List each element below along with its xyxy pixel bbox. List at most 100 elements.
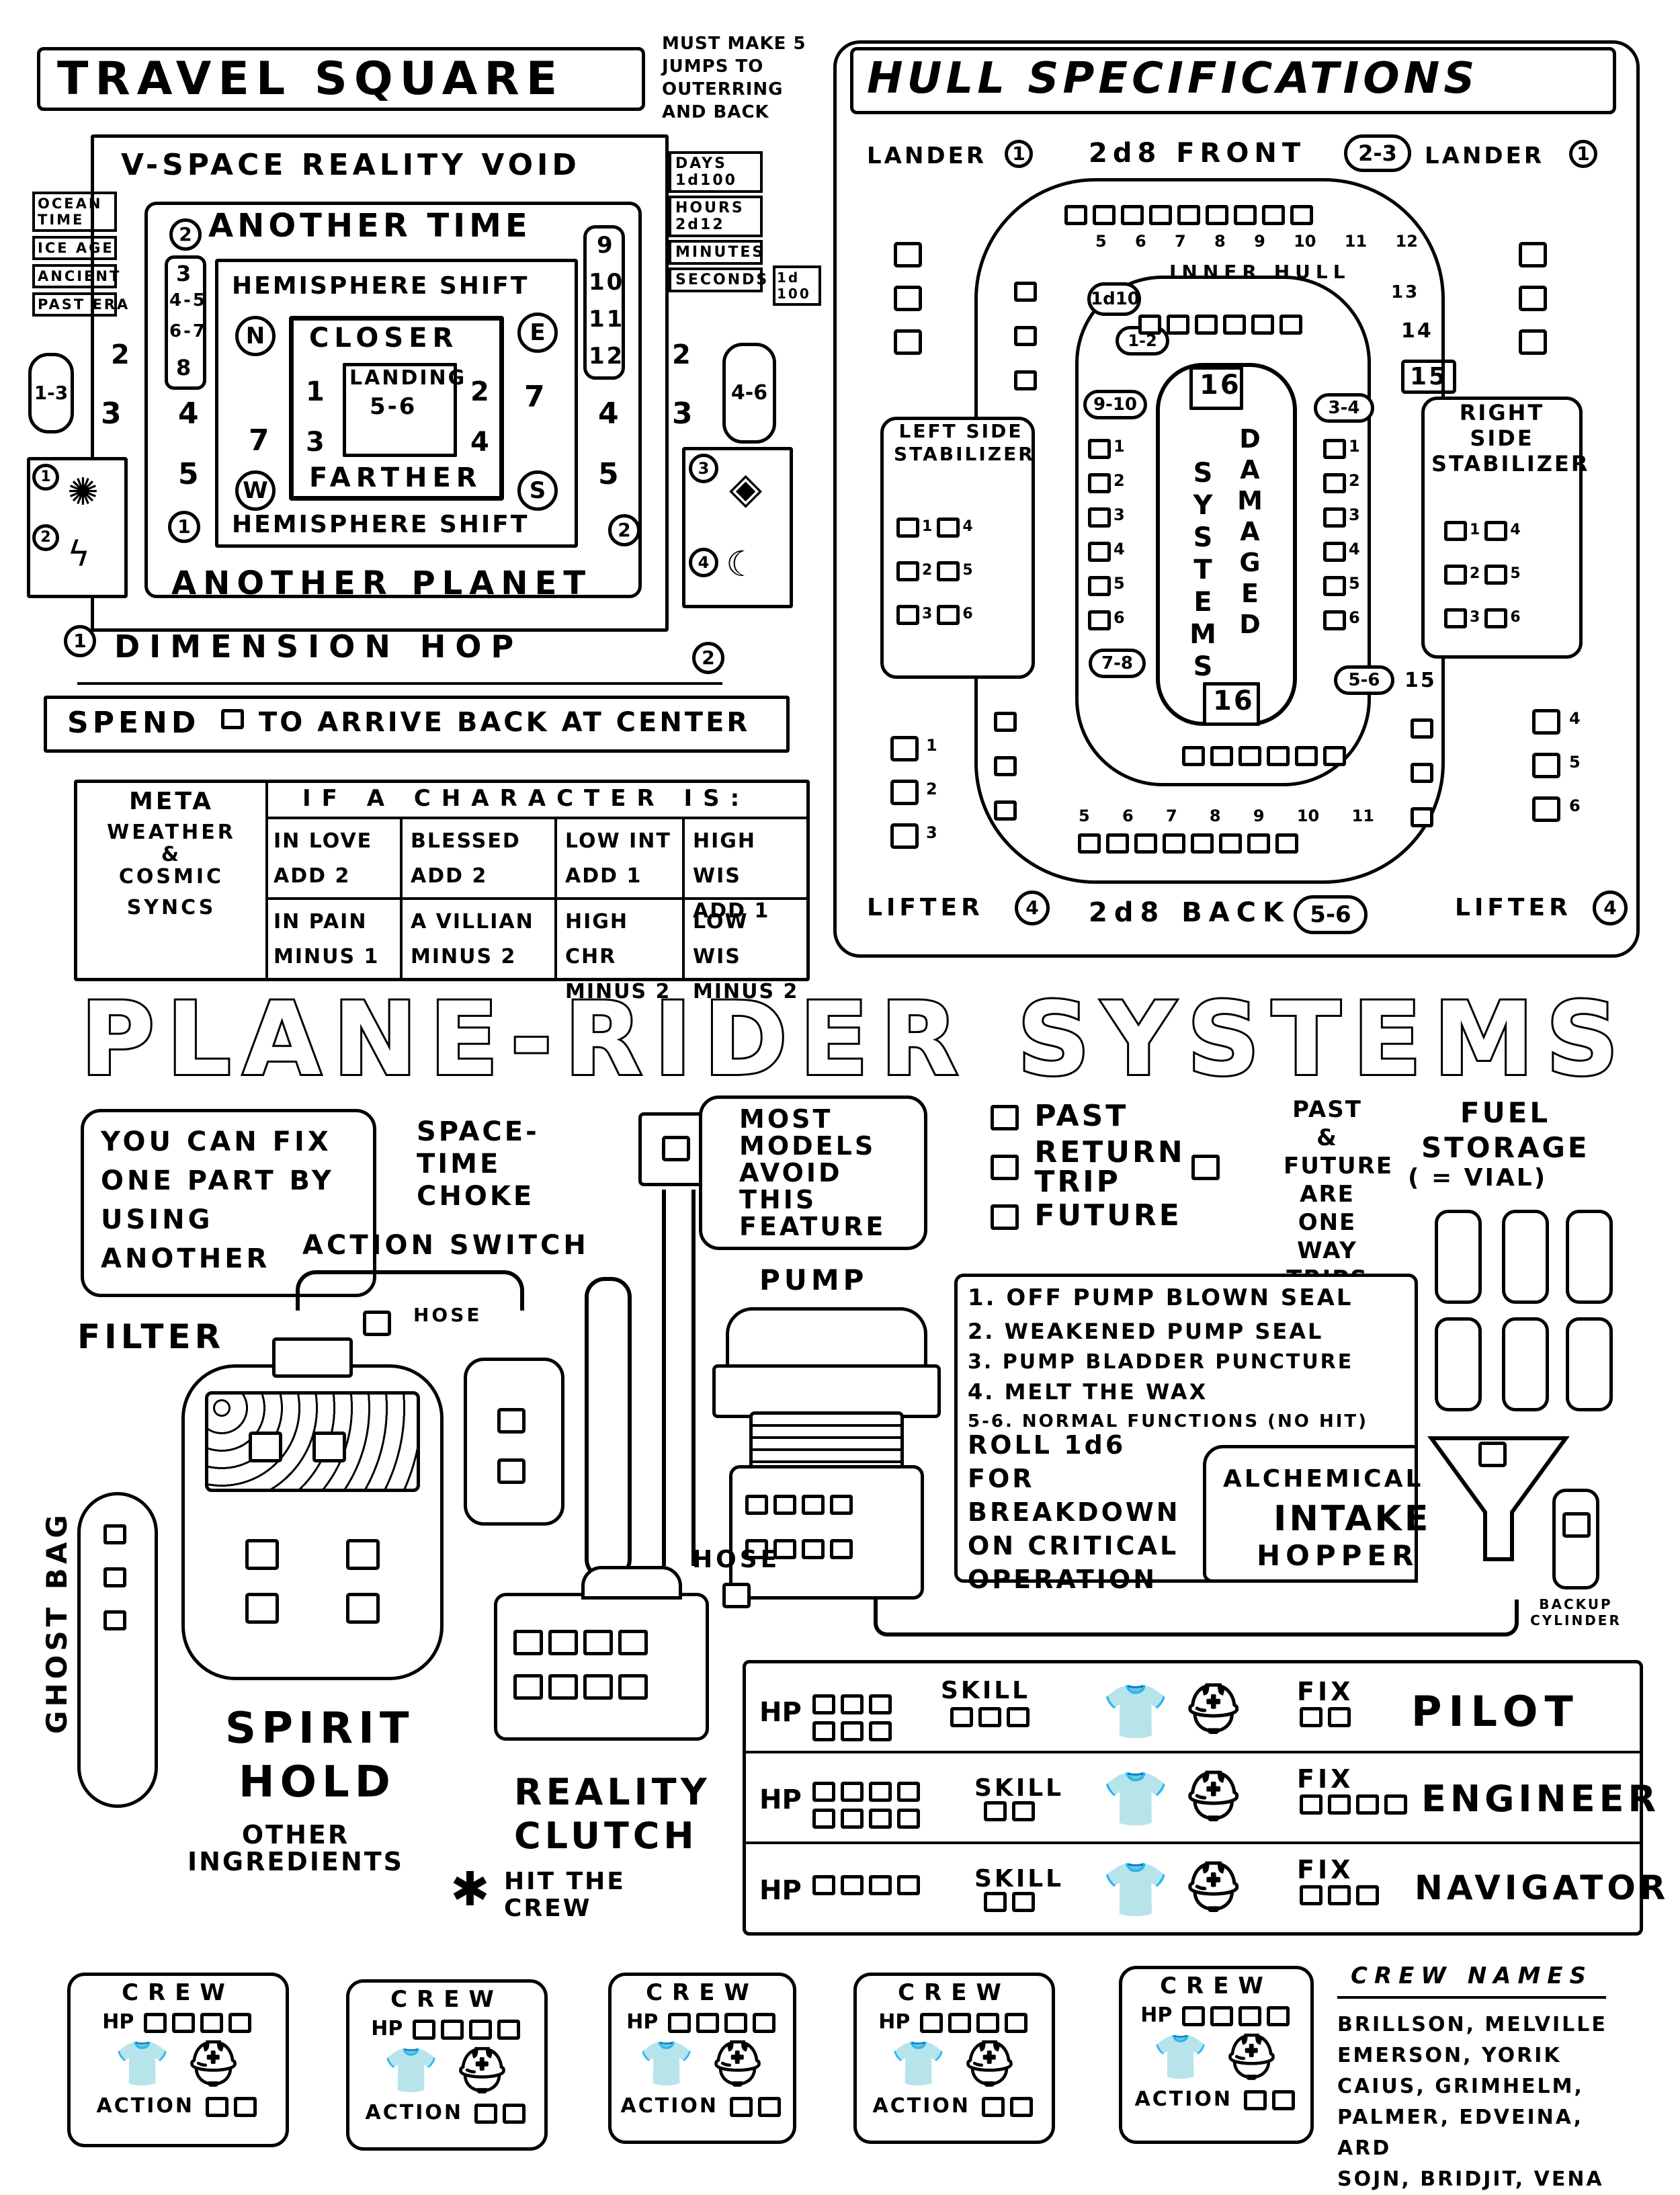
stab-check[interactable]	[1484, 608, 1508, 628]
fix-check[interactable]	[1384, 1794, 1407, 1815]
fuel-vial[interactable]	[1502, 1317, 1549, 1411]
crew-hp-check[interactable]	[1210, 2005, 1233, 2026]
lander-right-box[interactable]	[1519, 286, 1547, 311]
crew-hp-check[interactable]	[497, 2019, 520, 2040]
action-check[interactable]	[497, 1458, 526, 1484]
spacetime-check[interactable]	[662, 1136, 690, 1161]
hull-check[interactable]	[1088, 541, 1111, 562]
hull-check[interactable]	[1323, 541, 1346, 562]
spirit-check[interactable]	[245, 1593, 279, 1624]
fuel-vial[interactable]	[1435, 1210, 1482, 1304]
crew-action-check[interactable]	[234, 2096, 257, 2117]
crew-hp-check[interactable]	[412, 2019, 435, 2040]
fix-check[interactable]	[1300, 1885, 1322, 1905]
hull-check[interactable]	[1323, 438, 1346, 459]
hull-check[interactable]	[1088, 472, 1111, 493]
fix-check[interactable]	[1356, 1885, 1379, 1905]
fix-check[interactable]	[1356, 1794, 1379, 1815]
hp-check[interactable]	[897, 1808, 920, 1829]
clutch-check[interactable]	[513, 1673, 543, 1700]
hp-check[interactable]	[841, 1875, 864, 1895]
hull-check[interactable]	[1251, 315, 1274, 335]
crew-action-check[interactable]	[758, 2096, 782, 2117]
lander-left-box[interactable]	[894, 242, 922, 267]
skill-check[interactable]	[978, 1707, 1001, 1727]
crew-action-check[interactable]	[1244, 2089, 1267, 2110]
return-check[interactable]	[991, 1155, 1019, 1180]
hp-check[interactable]	[812, 1875, 835, 1895]
fuel-vial[interactable]	[1435, 1317, 1482, 1411]
clutch-check[interactable]	[583, 1673, 613, 1700]
spirit-check[interactable]	[249, 1432, 282, 1462]
hull-check[interactable]	[1177, 205, 1200, 225]
hull-check[interactable]	[1411, 762, 1433, 783]
pump-check[interactable]	[802, 1494, 825, 1515]
ghost-check[interactable]	[103, 1610, 126, 1630]
clutch-check[interactable]	[618, 1673, 648, 1700]
fuel-vial[interactable]	[1566, 1210, 1613, 1304]
crew-action-check[interactable]	[730, 2096, 753, 2117]
pump-check[interactable]	[745, 1494, 768, 1515]
hp-check[interactable]	[841, 1694, 864, 1714]
hp-check[interactable]	[869, 1781, 892, 1802]
crew-hp-check[interactable]	[948, 2012, 971, 2033]
hp-check[interactable]	[869, 1875, 892, 1895]
crew-action-check[interactable]	[503, 2103, 526, 2124]
crew-hp-check[interactable]	[468, 2019, 492, 2040]
pump-check[interactable]	[745, 1538, 768, 1559]
crew-hp-check[interactable]	[724, 2012, 747, 2033]
clutch-check[interactable]	[618, 1629, 648, 1655]
crew-hp-check[interactable]	[976, 2012, 999, 2033]
hull-check[interactable]	[1121, 205, 1144, 225]
hull-check[interactable]	[1014, 370, 1037, 390]
hull-check[interactable]	[1182, 746, 1205, 766]
crew-hp-check[interactable]	[1238, 2005, 1261, 2026]
skill-check[interactable]	[984, 1801, 1007, 1821]
hull-check[interactable]	[994, 711, 1017, 732]
hp-check[interactable]	[812, 1694, 835, 1714]
hp-check[interactable]	[812, 1808, 835, 1829]
future-check[interactable]	[991, 1204, 1019, 1230]
hull-check[interactable]	[1411, 806, 1433, 827]
fix-check[interactable]	[1300, 1794, 1322, 1815]
fuel-vial[interactable]	[1502, 1210, 1549, 1304]
fix-check[interactable]	[1328, 1885, 1351, 1905]
lifter-left-box[interactable]	[890, 736, 919, 761]
past-check[interactable]	[991, 1105, 1019, 1130]
crew-hp-check[interactable]	[919, 2012, 943, 2033]
hull-check[interactable]	[1290, 205, 1313, 225]
hose-mid-check[interactable]	[722, 1583, 751, 1608]
hull-check[interactable]	[1088, 507, 1111, 528]
skill-check[interactable]	[1012, 1892, 1035, 1912]
fix-check[interactable]	[1328, 1707, 1351, 1727]
hull-check[interactable]	[1279, 315, 1302, 335]
lifter-right-box[interactable]	[1532, 796, 1560, 822]
hull-check[interactable]	[1014, 281, 1037, 302]
pump-check[interactable]	[773, 1494, 796, 1515]
hull-check[interactable]	[1106, 833, 1129, 854]
hose-top-check[interactable]	[363, 1311, 391, 1336]
crew-action-check[interactable]	[474, 2103, 498, 2124]
hull-check[interactable]	[1219, 833, 1242, 854]
crew-hp-check[interactable]	[696, 2012, 719, 2033]
hp-check[interactable]	[841, 1808, 864, 1829]
hull-check[interactable]	[1247, 833, 1270, 854]
crew-hp-check[interactable]	[667, 2012, 691, 2033]
crew-hp-check[interactable]	[200, 2012, 223, 2033]
skill-check[interactable]	[984, 1892, 1007, 1912]
hull-check[interactable]	[1078, 833, 1101, 854]
hull-check[interactable]	[1064, 205, 1087, 225]
crew-hp-check[interactable]	[440, 2019, 464, 2040]
stab-check[interactable]	[896, 561, 919, 581]
backup-check[interactable]	[1562, 1512, 1591, 1538]
spirit-check[interactable]	[346, 1539, 380, 1570]
hull-check[interactable]	[1323, 575, 1346, 596]
hull-check[interactable]	[1195, 315, 1218, 335]
hull-check[interactable]	[1323, 746, 1346, 766]
crew-hp-check[interactable]	[143, 2012, 167, 2033]
hp-check[interactable]	[869, 1694, 892, 1714]
stab-check[interactable]	[1484, 565, 1508, 585]
hull-check[interactable]	[1223, 315, 1246, 335]
hull-check[interactable]	[1275, 833, 1298, 854]
hull-check[interactable]	[1295, 746, 1318, 766]
